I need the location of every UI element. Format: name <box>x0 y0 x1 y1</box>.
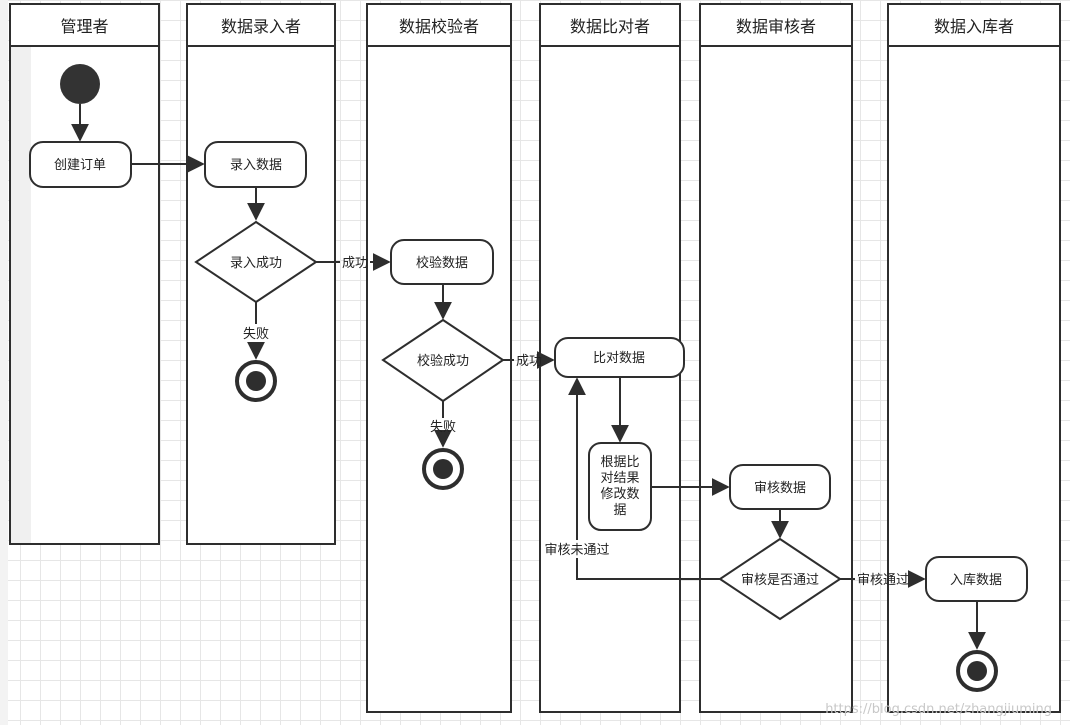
audit-pass-decision <box>718 537 842 621</box>
lane-store-header: 数据入库者 <box>889 5 1059 47</box>
verify-data-node <box>390 239 494 285</box>
entry-success-label: 录入成功 <box>230 256 282 271</box>
modify-data-label-4: 据 <box>613 503 626 518</box>
end-node-store <box>956 650 998 692</box>
edge-label-verify-success: 成功 <box>516 354 542 369</box>
modify-data-label-1: 根据比 <box>600 455 639 470</box>
compare-data-node <box>554 337 685 378</box>
edge-audit-failed-loop <box>576 558 720 580</box>
audit-data-label: 审核数据 <box>754 481 806 496</box>
lane-audit-header: 数据审核者 <box>701 5 851 47</box>
create-order-node <box>29 141 132 188</box>
lane-verify-header: 数据校验者 <box>368 5 510 47</box>
create-order-label: 创建订单 <box>54 158 106 173</box>
start-node <box>60 64 100 104</box>
lane-entry-header: 数据录入者 <box>188 5 334 47</box>
end-node-verify <box>422 448 464 490</box>
verify-data-label: 校验数据 <box>416 255 468 271</box>
audit-pass-label: 审核是否通过 <box>741 573 819 588</box>
audit-data-node <box>729 464 831 510</box>
verify-success-label: 校验成功 <box>417 353 469 369</box>
edge-label-audit-failed: 审核未通过 <box>544 543 609 558</box>
enter-data-label: 录入数据 <box>230 158 282 173</box>
edge-label-verify-fail: 失败 <box>430 420 456 435</box>
end-node-entry <box>235 360 277 402</box>
store-data-label: 入库数据 <box>950 572 1002 588</box>
entry-success-decision <box>194 220 318 304</box>
lane-compare-header: 数据比对者 <box>541 5 679 47</box>
lane-admin-header: 管理者 <box>11 5 158 47</box>
watermark: https://blog.csdn.net/zhangjiuming <box>825 702 1052 717</box>
enter-data-node <box>204 141 307 188</box>
lane-admin-shade <box>11 47 31 543</box>
edge-label-entry-fail: 失败 <box>243 327 269 342</box>
edge-label-entry-success: 成功 <box>342 256 368 271</box>
lane-admin: 管理者 <box>9 3 160 545</box>
verify-success-decision <box>381 318 505 403</box>
canvas-left-strip <box>0 0 8 725</box>
compare-data-label: 比对数据 <box>593 351 645 366</box>
modify-data-node <box>588 442 652 531</box>
store-data-node <box>925 556 1028 602</box>
edge-label-audit-passed: 审核通过 <box>857 573 909 588</box>
modify-data-label-3: 修改数 <box>600 487 639 502</box>
modify-data-label-2: 对结果 <box>600 471 639 486</box>
